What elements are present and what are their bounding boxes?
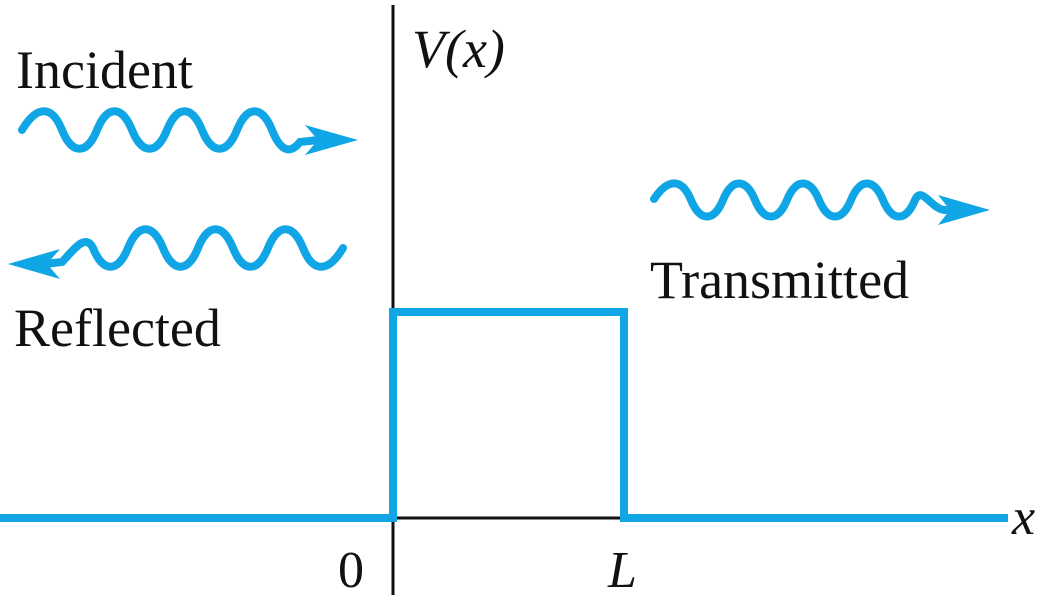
x-axis-label: x — [1011, 489, 1035, 546]
incident-label: Incident — [16, 40, 193, 100]
barrier-width-label: L — [607, 542, 637, 595]
reflected-wave-icon — [8, 225, 347, 279]
incident-wave-icon — [18, 107, 358, 155]
potential-barrier — [0, 308, 1008, 522]
origin-label: 0 — [338, 542, 364, 595]
transmitted-wave-icon — [650, 179, 990, 225]
transmitted-label: Transmitted — [650, 250, 909, 310]
reflected-label: Reflected — [14, 298, 221, 358]
potential-axis-label: V(x) — [412, 19, 505, 79]
